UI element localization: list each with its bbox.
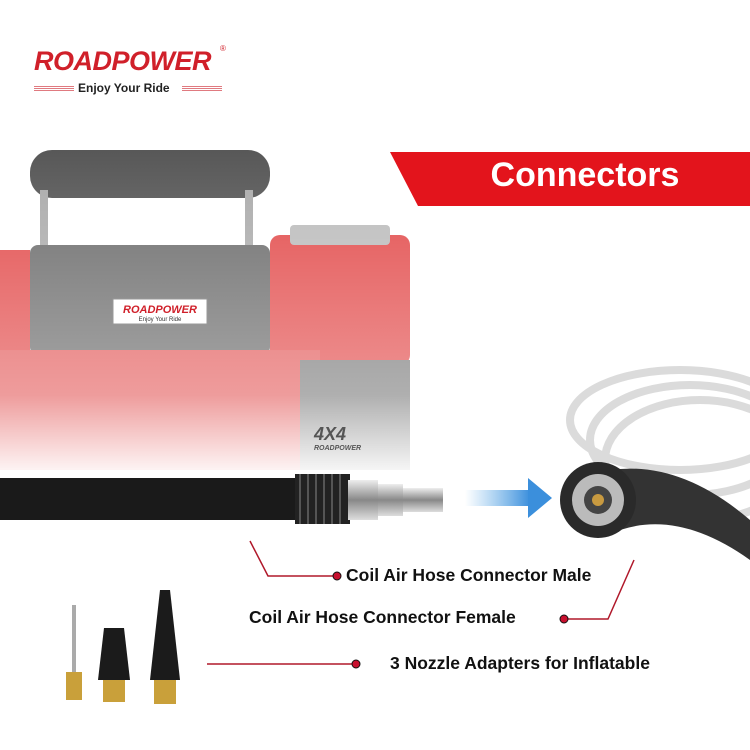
brand-logo: ROADPOWER bbox=[34, 46, 212, 76]
female-connector-image bbox=[560, 462, 750, 560]
nozzle-adapters-image bbox=[66, 590, 180, 704]
brand-tagline: Enjoy Your Ride bbox=[78, 81, 170, 95]
side-badge-sub: ROADPOWER bbox=[314, 445, 361, 452]
male-connector-image bbox=[0, 474, 443, 524]
side-badge: 4X4 bbox=[313, 424, 346, 444]
arrow-icon bbox=[465, 478, 552, 518]
section-banner bbox=[390, 152, 750, 206]
plate-tagline: Enjoy Your Ride bbox=[139, 317, 182, 323]
registered-mark: ® bbox=[220, 44, 226, 53]
compressor-image bbox=[0, 140, 420, 480]
callout-lines bbox=[207, 540, 635, 665]
section-title: Connectors bbox=[490, 156, 680, 194]
name-plate bbox=[112, 298, 208, 325]
callout-dots bbox=[332, 571, 569, 669]
plate-name: ROADPOWER bbox=[123, 304, 197, 316]
callout-male-connector: Coil Air Hose Connector Male bbox=[346, 565, 592, 585]
callout-female-connector: Coil Air Hose Connector Female bbox=[249, 607, 516, 627]
compressor-markings: ROADPOWER Enjoy Your Ride 4X4 ROADPOWER bbox=[112, 298, 361, 452]
logo-stripe-right bbox=[182, 86, 222, 92]
logo-stripe-left bbox=[34, 86, 74, 92]
callout-nozzle-adapters: 3 Nozzle Adapters for Inflatable bbox=[390, 653, 650, 673]
